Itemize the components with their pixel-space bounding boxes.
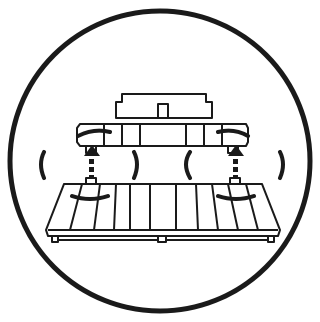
base-body xyxy=(46,184,280,236)
rotation-mark-far-right xyxy=(280,152,283,178)
rotation-mark-far-left xyxy=(41,152,44,178)
base-notch-right xyxy=(230,178,240,184)
brush-base xyxy=(46,178,280,242)
base-foot-center xyxy=(158,236,166,242)
brush-hub xyxy=(77,94,248,153)
rotation-mark-mid-right xyxy=(186,152,190,178)
rotation-mark-mid-left xyxy=(134,152,137,178)
base-foot-left xyxy=(52,236,58,242)
base-notch-left xyxy=(86,178,96,184)
lift-arrows xyxy=(84,145,244,180)
side-rotation-marks xyxy=(41,152,283,178)
frame-circle xyxy=(10,11,310,311)
hub-pin xyxy=(158,104,168,118)
base-foot-right xyxy=(268,236,274,242)
